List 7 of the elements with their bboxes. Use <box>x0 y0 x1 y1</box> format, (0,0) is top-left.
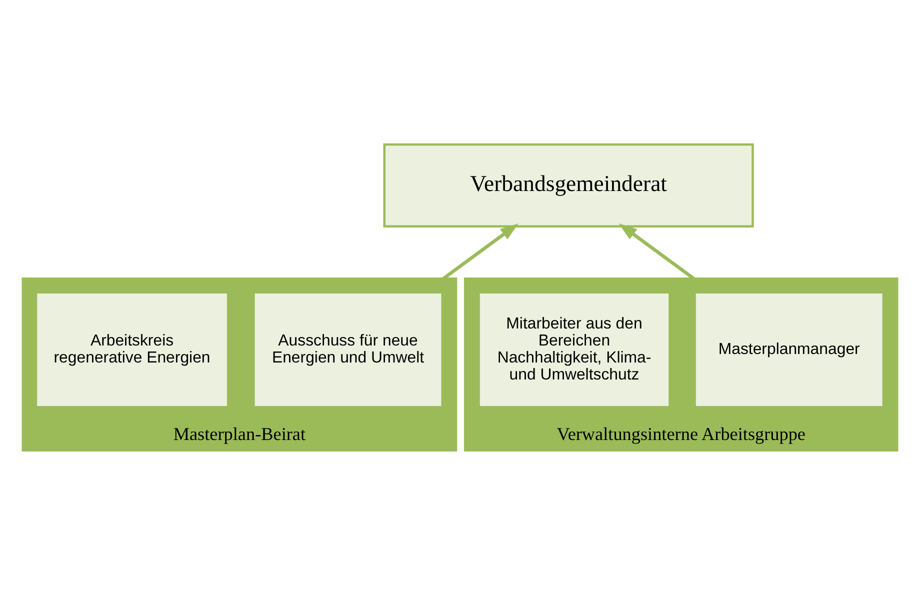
node-box: Verbandsgemeinderat <box>383 142 754 228</box>
arrow <box>442 222 518 280</box>
node-box: Masterplanmanager <box>694 290 885 408</box>
node-box: Ausschuss für neue Energien und Umwelt <box>252 290 444 408</box>
node-box: Mitarbeiter aus den Bereichen Nachhaltigkeit, Klima- und Umweltschutz <box>478 290 671 408</box>
arrow <box>618 222 695 280</box>
node-box: Arbeitskreis regenerative Energien <box>34 290 230 408</box>
